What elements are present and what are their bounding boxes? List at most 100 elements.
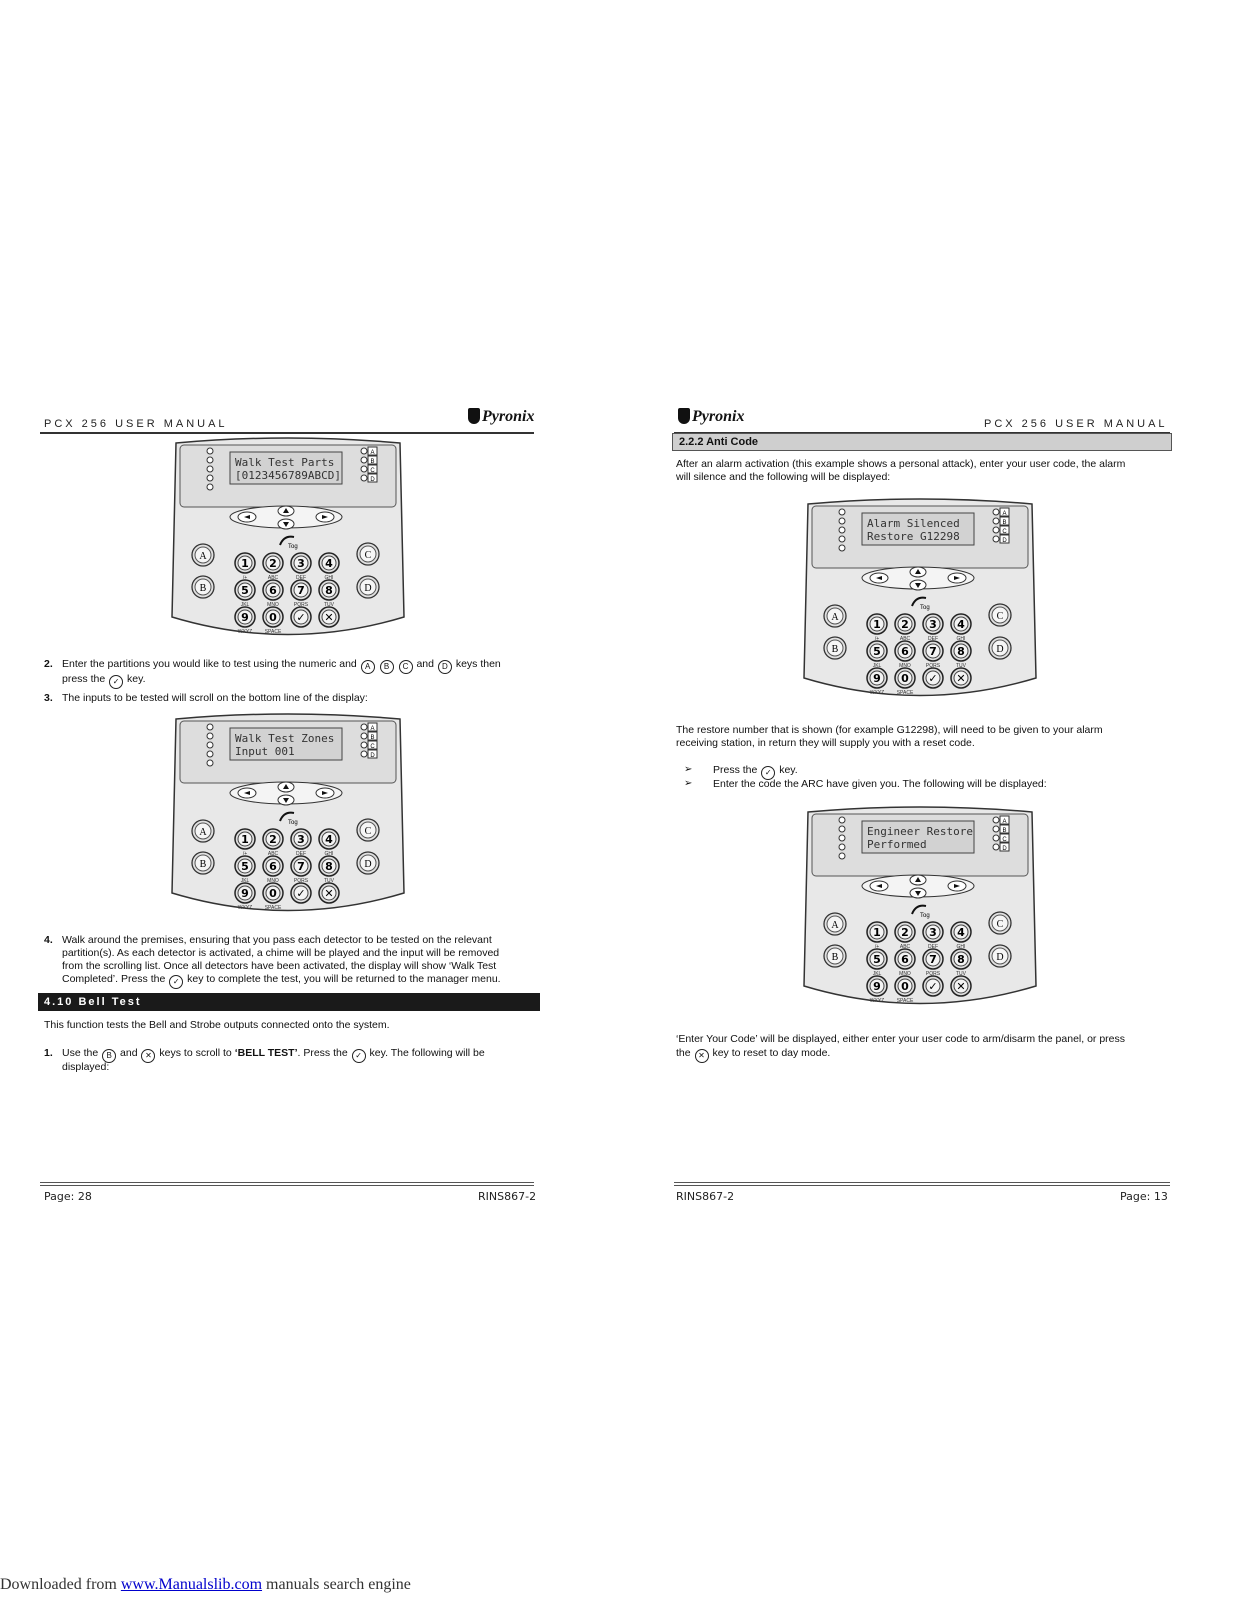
step2-line2: press the ✓ key.: [62, 672, 146, 689]
intro-line1: After an alarm activation (this example …: [676, 458, 1126, 470]
key-sublabel: TUV: [324, 602, 335, 608]
status-led-icon: [206, 447, 214, 455]
key-label: 7: [297, 584, 305, 597]
key-sublabel: ABC: [268, 575, 279, 581]
key-sublabel: GHI: [957, 944, 966, 950]
key-label: 7: [297, 860, 305, 873]
key-label: C: [997, 611, 1004, 622]
key-sublabel: WXYZ: [238, 905, 252, 911]
status-led-icon: [838, 517, 846, 525]
status-led-icon: [838, 843, 846, 851]
key-label: D: [996, 952, 1003, 963]
lcd-line1: Walk Test Zones: [235, 732, 334, 745]
key-d-icon: D: [437, 660, 452, 674]
key-label: C: [997, 919, 1004, 930]
lcd-line1: Walk Test Parts: [235, 456, 334, 469]
key-sublabel: DEF: [928, 636, 938, 642]
partition-label-box: [367, 464, 378, 474]
partition-led-icon: [360, 723, 368, 731]
key-sublabel: JKL: [873, 663, 882, 669]
key-sublabel: MNO: [899, 971, 911, 977]
right-page: Pyronix PCX 256 USER MANUAL 2.2.2 Anti C…: [618, 0, 1237, 1600]
partition-led-icon: [360, 447, 368, 455]
partition-led-icon: [992, 843, 1000, 851]
key-sublabel: GHI: [957, 636, 966, 642]
key-sublabel: DEF: [928, 944, 938, 950]
key-label: D: [364, 859, 371, 870]
pyronix-logo: Pyronix: [678, 408, 744, 426]
bell-test-intro: This function tests the Bell and Strobe …: [44, 1019, 390, 1031]
lcd-line2: [0123456789ABCD]: [235, 469, 341, 482]
footer-rule: [40, 1182, 534, 1186]
partition-label-box: [367, 749, 378, 759]
status-led-icon: [838, 834, 846, 842]
partition-label-box: [999, 516, 1010, 526]
key-label: ✕: [324, 887, 333, 900]
tog-label: Tog: [288, 820, 298, 826]
footer-page-number: Page: 28: [44, 1190, 92, 1203]
status-led-icon: [838, 852, 846, 860]
status-led-icon: [206, 456, 214, 464]
end-line2: the ✕ key to reset to day mode.: [676, 1046, 830, 1063]
status-led-icon: [206, 474, 214, 482]
step1-line2: displayed:: [62, 1061, 110, 1073]
key-label: 9: [873, 672, 881, 685]
status-led-icon: [838, 544, 846, 552]
bullet2-text: Enter the code the ARC have given you. T…: [713, 778, 1047, 790]
key-sublabel: JKL: [241, 878, 250, 884]
partition-label: D: [370, 477, 375, 483]
lcd-screen: [861, 820, 975, 854]
partition-label-box: [367, 446, 378, 456]
logo-text: Pyronix: [692, 408, 745, 425]
key-sublabel: WXYZ: [870, 998, 884, 1004]
key-label: 1: [241, 557, 249, 570]
partition-led-icon: [360, 474, 368, 482]
bullet-arrow-icon: ➢: [684, 778, 693, 789]
status-led-icon: [206, 732, 214, 740]
key-label: 6: [269, 584, 277, 597]
partition-led-icon: [992, 816, 1000, 824]
cross-key-icon: ✕: [694, 1049, 709, 1063]
section-heading-bell-test: 4.10 Bell Test: [38, 993, 540, 1011]
key-label: ✓: [296, 887, 305, 900]
partition-led-icon: [360, 732, 368, 740]
key-sublabel: MNO: [899, 663, 911, 669]
key-label: 2: [901, 926, 909, 939]
check-key-icon: ✓: [351, 1049, 366, 1063]
key-label: 0: [269, 611, 277, 624]
key-sublabel: PQRS: [926, 971, 941, 977]
partition-led-icon: [992, 508, 1000, 516]
key-label: 8: [325, 584, 333, 597]
key-label: 3: [297, 557, 305, 570]
key-label: A: [831, 920, 839, 931]
key-label: 7: [929, 953, 937, 966]
check-key-icon: ✓: [761, 766, 776, 780]
key-sublabel: SPACE: [265, 905, 282, 911]
intro-line2: will silence and the following will be d…: [676, 471, 891, 483]
partition-label: B: [1002, 828, 1006, 834]
key-label: 4: [957, 926, 965, 939]
key-c-icon: C: [398, 660, 413, 674]
key-sublabel: GHI: [325, 851, 334, 857]
lcd-screen: [229, 451, 343, 485]
step1-line1: Use the B and ✕ keys to scroll to ‘BELL …: [62, 1046, 485, 1063]
status-led-icon: [206, 483, 214, 491]
key-label: 4: [957, 618, 965, 631]
partition-led-icon: [360, 456, 368, 464]
key-label: 6: [269, 860, 277, 873]
tog-label: Tog: [920, 605, 930, 611]
key-label: C: [365, 826, 372, 837]
key-label: ✓: [928, 980, 937, 993]
key-label: 6: [901, 953, 909, 966]
status-led-icon: [206, 741, 214, 749]
key-sublabel: /+: [243, 575, 247, 581]
restore-line2: receiving station, in return they will s…: [676, 737, 975, 749]
status-led-icon: [206, 723, 214, 731]
key-label: 7: [929, 645, 937, 658]
download-credit: Downloaded from www.Manualslib.com manua…: [0, 1576, 411, 1593]
tog-label: Tog: [288, 544, 298, 550]
step3-text: The inputs to be tested will scroll on t…: [62, 692, 368, 704]
manualslib-link[interactable]: www.Manualslib.com: [120, 1576, 263, 1593]
